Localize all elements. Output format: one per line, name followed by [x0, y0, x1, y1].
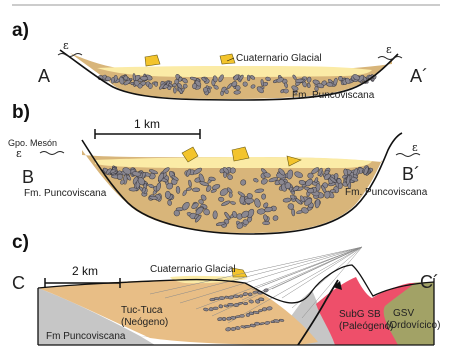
panel-b-basement-right-label: Fm. Puncoviscana — [345, 187, 428, 198]
panel-c-clast — [222, 317, 226, 321]
panel-c-ordovician-label-line1: GSV — [393, 308, 414, 319]
panel-c-left-label: C — [12, 273, 25, 293]
panel-a-clast — [247, 75, 250, 81]
panel-c-clast — [219, 296, 225, 299]
panel-b-clast — [213, 211, 218, 219]
panel-c-clast — [266, 306, 272, 310]
panel-b-clast — [263, 221, 270, 224]
panel-c-clast — [262, 307, 267, 311]
panel-b-clast — [129, 188, 138, 192]
panel-a-glacial-label: Cuaternario Glacial — [236, 53, 322, 64]
panel-a-right-label: A´ — [410, 66, 428, 86]
panel-c-neogene-label-line1: Tuc-Tuca — [121, 305, 163, 316]
panel-a-left-label: A — [38, 66, 50, 86]
panel-b-clast — [176, 207, 183, 211]
panel-b-clast — [330, 189, 335, 192]
panel-c-glacial-label: Cuaternario Glacial — [150, 264, 236, 275]
panel-a-epsilon-right: ε — [386, 43, 392, 56]
panel-b-clast — [285, 182, 291, 189]
panel-b-clast — [176, 186, 180, 194]
panel-a-letter: a) — [12, 20, 29, 41]
panel-a-glacial-block-2 — [220, 54, 235, 64]
panel-c-clast — [245, 325, 251, 327]
panel-a-clast — [148, 83, 153, 89]
panel-b-clast — [223, 172, 226, 178]
panel-b-scale-label: 1 km — [134, 117, 160, 131]
panel-c-clast — [243, 302, 247, 305]
panel-b-epsilon-left: ε — [16, 147, 22, 160]
panel-a-clast — [284, 89, 289, 94]
panel-c-clast — [209, 307, 213, 310]
panel-b-left-label: B — [22, 167, 34, 187]
panel-c: c) 2 km C C´ C — [12, 232, 440, 345]
panel-a-epsilon-left: ε — [63, 39, 69, 52]
panel-b-contact-left — [40, 152, 64, 155]
panel-b-letter: b) — [12, 102, 30, 123]
panel-b-epsilon-right: ε — [412, 141, 418, 154]
panel-c-clast — [239, 295, 243, 298]
panel-a: a) ε ε A A´ Cuaternario Glacial Fm. Punc… — [12, 20, 428, 101]
panel-c-scale-label: 2 km — [72, 264, 98, 278]
panel-c-clast — [233, 295, 238, 298]
panel-c-right-label: C´ — [420, 272, 439, 292]
panel-c-clast — [231, 327, 236, 330]
panel-c-paleogene-label-line1: SubG SB — [339, 309, 381, 320]
panel-c-clast — [258, 309, 262, 312]
panel-b-basement-left-label: Fm. Puncoviscana — [24, 188, 107, 199]
panel-a-clast — [173, 87, 176, 93]
panel-a-clast — [140, 76, 147, 80]
panel-c-ordovician-label-line2: (Ordovícico) — [386, 320, 440, 331]
panel-a-basement-label: Fm. Puncoviscana — [292, 90, 375, 101]
panel-a-contact-right — [378, 57, 402, 60]
panel-b-clast — [117, 174, 123, 180]
panel-a-clast — [295, 79, 303, 83]
panel-c-clast — [240, 315, 245, 318]
panel-b-clast — [307, 173, 313, 179]
panel-c-basement-label: Fm Puncoviscana — [46, 331, 126, 342]
panel-b-right-label: B´ — [402, 164, 420, 184]
panel-a-clast — [235, 85, 240, 90]
panel-a-glacial-block-1 — [145, 55, 160, 66]
panel-a-clast — [172, 83, 176, 87]
panel-b-clast — [229, 193, 232, 198]
panel-c-clast — [263, 288, 268, 292]
panel-c-fan-line — [262, 247, 362, 286]
panel-c-neogene-label-line2: (Neógeno) — [121, 317, 168, 328]
panel-b-clast — [165, 191, 170, 198]
panel-c-clast — [214, 297, 219, 299]
panel-a-contact-left — [58, 54, 82, 57]
panel-b-clast — [192, 188, 200, 192]
panel-c-clast — [228, 303, 234, 306]
panel-c-clast — [213, 307, 218, 310]
panel-c-letter: c) — [12, 232, 29, 253]
panel-b-clast — [218, 197, 224, 202]
panel-b: b) ε ε Gpo. Mesón 1 km B B´ Fm. Puncovis… — [8, 102, 428, 234]
panel-b-clast — [261, 194, 266, 200]
panel-a-clast — [338, 76, 342, 80]
panel-c-clast — [254, 322, 259, 326]
panel-b-group-label: Gpo. Mesón — [8, 138, 57, 148]
panel-b-clast — [324, 191, 330, 198]
